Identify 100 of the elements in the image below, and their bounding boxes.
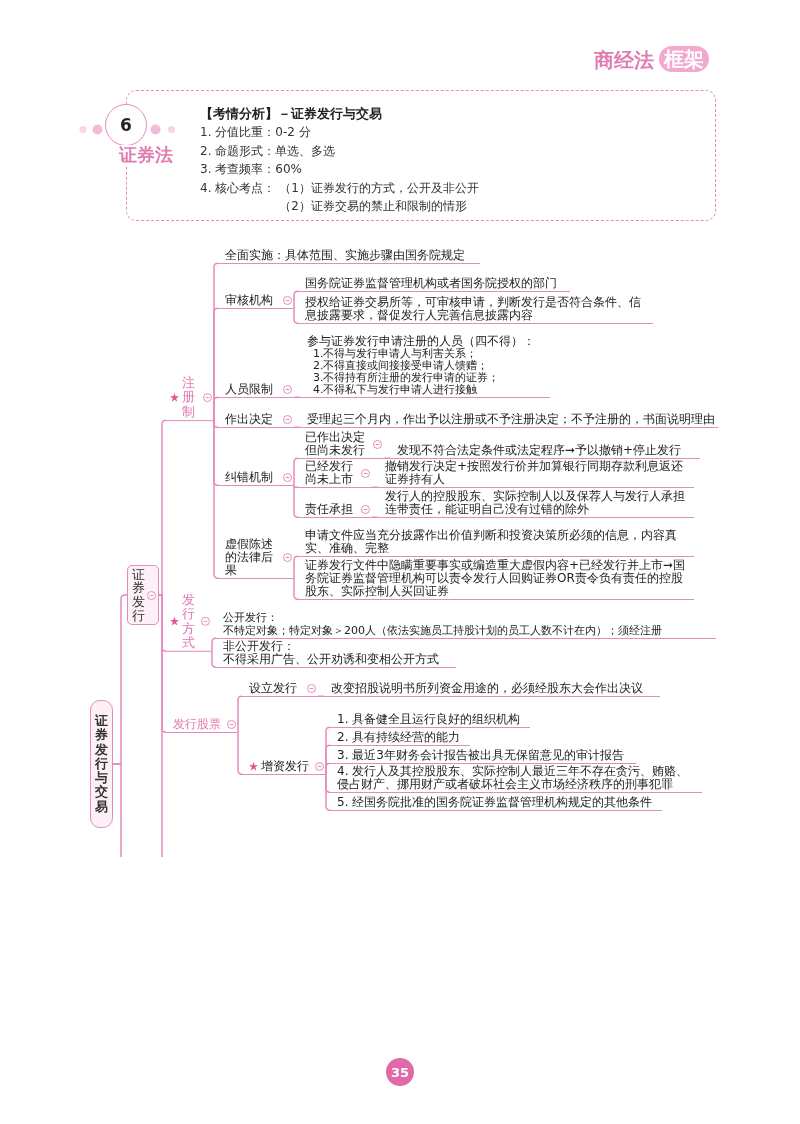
mind-map-topic bbox=[216, 640, 456, 668]
topic-text: 改变招股说明书所列资金用途的，必须经股东大会作出决议 bbox=[331, 682, 644, 695]
info-line: 4. 核心考点： bbox=[200, 179, 276, 197]
topic-text: 受理起三个月内，作出予以注册或不予注册决定；不予注册的，书面说明理由 bbox=[307, 413, 716, 426]
mind-map-topic bbox=[166, 718, 238, 733]
topic-text: 国务院证券监督管理机构或者国务院授权的部门 bbox=[305, 277, 558, 290]
topic-text: 5. 经国务院批准的国务院证券监督管理机构规定的其他条件 bbox=[337, 796, 654, 809]
topic-text: 非公开发行： bbox=[223, 640, 296, 653]
connector-line bbox=[293, 290, 299, 309]
connector-line bbox=[213, 419, 219, 579]
topic-text: 授权给证券交易所等，可审核申请，判断发行是否符合条件、信息披露要求，督促发行人完善信息披露内容 bbox=[305, 296, 642, 322]
topic-text: 责任承担 bbox=[305, 503, 353, 516]
connector-line bbox=[325, 773, 331, 811]
mind-map-topic bbox=[242, 760, 326, 775]
topic-text: 申请文件应当充分披露作出价值判断和投资决策所必须的信息，内容真实、准确、完整 bbox=[305, 529, 678, 555]
mind-map-topic bbox=[298, 277, 570, 292]
mind-map-topic bbox=[390, 444, 700, 459]
connector-line bbox=[293, 396, 301, 398]
connector-line bbox=[211, 637, 217, 652]
topic-text: 增资发行 bbox=[261, 760, 309, 773]
mind-map-topic bbox=[298, 460, 372, 488]
chapter-number: 6 bbox=[120, 116, 132, 134]
list-item: 1.不得与发行申请人与利害关系； bbox=[313, 348, 478, 360]
topic-text: 审核机构 bbox=[225, 294, 273, 307]
list-item: 2.不得直接或间接接受申请人馈赠； bbox=[312, 360, 490, 372]
page-number: 35 bbox=[390, 1065, 410, 1079]
connector-line bbox=[158, 419, 167, 596]
mind-map-topic bbox=[330, 713, 530, 728]
topic-text: 发现不符合法定条件或法定程序➞予以撤销+停止发行 bbox=[397, 444, 683, 457]
connector-line bbox=[317, 695, 325, 697]
topic-text: 注册制 bbox=[182, 376, 195, 419]
connector-line bbox=[293, 484, 299, 518]
connector-line bbox=[211, 650, 217, 668]
topic-text: 纠错机制 bbox=[225, 471, 273, 484]
connector-line bbox=[383, 457, 391, 459]
mind-map-topic bbox=[300, 335, 550, 398]
topic-text: 人员限制 bbox=[225, 383, 273, 396]
chapter-title: 证券法 bbox=[119, 145, 173, 165]
connector-line bbox=[158, 594, 163, 858]
topic-text: 已作出决定但尚未发行 bbox=[305, 431, 366, 457]
branch-topic-box bbox=[127, 565, 159, 625]
connector-line bbox=[293, 457, 299, 486]
connector-line bbox=[293, 426, 301, 428]
info-line: 2. 命题形式：单选、多选 bbox=[200, 142, 337, 160]
info-line: （1）证券发行的方式，公开及非公开 bbox=[279, 179, 479, 197]
mind-map-topic bbox=[300, 413, 718, 428]
panel-heading: 【考情分析】－证券发行与交易 bbox=[200, 105, 383, 123]
mind-map-topic bbox=[298, 431, 384, 459]
topic-text: 2. 具有持续经营的能力 bbox=[337, 731, 462, 744]
topic-text: 不得采用广告、公开劝诱和变相公开方式 bbox=[223, 653, 440, 666]
connector-line bbox=[213, 396, 219, 421]
topic-text: 公开发行： bbox=[223, 611, 279, 624]
mind-map-topic bbox=[324, 682, 660, 697]
info-line: 1. 分值比重：0-2 分 bbox=[200, 124, 312, 141]
connector-line bbox=[371, 516, 379, 518]
mind-map-topic bbox=[216, 611, 716, 639]
mind-map-topic bbox=[218, 538, 294, 579]
mind-map-topic bbox=[218, 383, 294, 398]
mind-map-topic bbox=[330, 749, 636, 764]
connector-line bbox=[293, 307, 299, 324]
topic-text: 3. 最近3年财务会计报告被出具无保留意见的审计报告 bbox=[337, 749, 625, 762]
topic-text: 不特定对象；特定对象＞200人（依法实施员工持股计划的员工人数不计在内）；须经注册 bbox=[223, 624, 663, 637]
topic-text: 发行股票 bbox=[173, 718, 221, 731]
topic-text: 作出决定 bbox=[225, 413, 273, 426]
topic-text: 发行方式 bbox=[182, 592, 195, 650]
header-tag: 框架 bbox=[659, 46, 709, 72]
mind-map-topic bbox=[218, 249, 480, 264]
connector-line bbox=[371, 486, 379, 488]
connector-line bbox=[325, 762, 331, 775]
connector-line bbox=[112, 763, 122, 858]
connector-line bbox=[293, 484, 299, 488]
topic-text: 证券发行与交易 bbox=[95, 713, 108, 815]
connector-line bbox=[293, 577, 299, 600]
mind-map-topic bbox=[330, 731, 470, 746]
connector-line bbox=[293, 555, 299, 579]
topic-text: 设立发行 bbox=[249, 682, 297, 695]
topic-text: 发行人的控股股东、实际控制人以及保荐人与发行人承担连带责任，能证明自己没有过错的除外 bbox=[385, 490, 686, 516]
list-item: 4.不得私下与发行申请人进行接触 bbox=[312, 384, 478, 396]
list-heading: 参与证券发行申请注册的人员（四不得）： bbox=[307, 335, 536, 348]
mind-map-topic bbox=[330, 796, 662, 811]
mind-map-topic bbox=[218, 413, 294, 428]
topic-text: 1. 具备健全且运行良好的组织机构 bbox=[337, 713, 522, 726]
root-topic-box bbox=[90, 700, 113, 828]
connector-line bbox=[237, 695, 243, 733]
info-line: 3. 考查频率：60% bbox=[200, 161, 303, 178]
mind-map-topic bbox=[218, 471, 294, 486]
topic-text: 撤销发行决定+按照发行价并加算银行同期存款利息返还证券持有人 bbox=[385, 460, 685, 486]
topic-text: 证券发行 bbox=[132, 567, 145, 623]
header-title: 商经法 bbox=[594, 47, 654, 73]
mind-map-topic bbox=[218, 294, 294, 309]
info-line: （2）证券交易的禁止和限制的情形 bbox=[279, 198, 468, 215]
connector-line bbox=[237, 731, 243, 775]
list-item: 3.不得持有所注册的发行申请的证券； bbox=[312, 372, 501, 384]
topic-text: 全面实施：具体范围、实施步骤由国务院规定 bbox=[225, 249, 466, 262]
topic-text: 证券发行文件中隐瞒重要事实或编造重大虚假内容+已经发行并上市➞国务院证券监督管理机构可以责令发行人回购证券OR责令负有责任的控股股东、实际控制人买回证券 bbox=[305, 559, 687, 598]
topic-text: 虚假陈述的法律后果 bbox=[225, 538, 274, 577]
topic-text: 已经发行尚未上市 bbox=[305, 460, 354, 486]
topic-text: 4. 发行人及其控股股东、实际控制人最近三年不存在贪污、贿赂、侵占财产、挪用财产或者破坏社会主义市场经济秩序的刑事犯罪 bbox=[337, 765, 690, 791]
mind-map-topic bbox=[298, 503, 372, 518]
mind-map-topic bbox=[242, 682, 318, 697]
